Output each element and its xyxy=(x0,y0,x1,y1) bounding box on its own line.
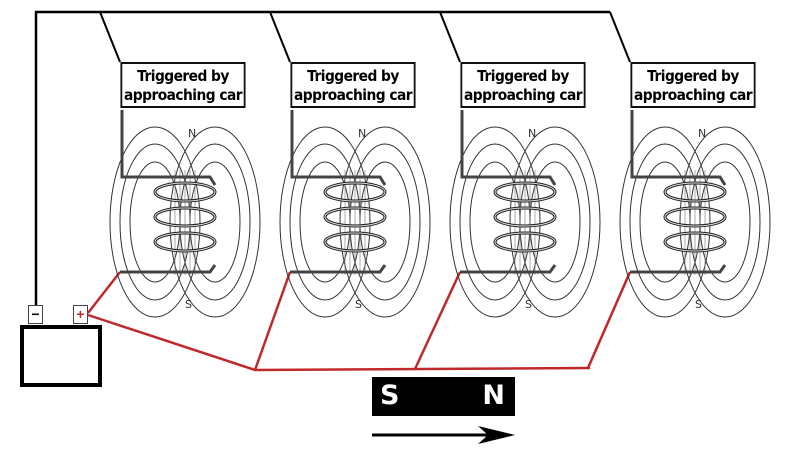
label-line-1: Triggered by xyxy=(137,67,229,85)
positive-sign: + xyxy=(76,306,85,322)
label-line-1: Triggered by xyxy=(477,67,569,85)
coil-loop-highlight xyxy=(324,232,386,252)
coil-top-lead xyxy=(290,110,387,186)
coil-north-label: N xyxy=(188,127,197,140)
coil-south-label: S xyxy=(185,298,192,311)
coil-south-label: S xyxy=(695,298,702,311)
negative-wire xyxy=(34,10,610,305)
field-line xyxy=(359,161,411,283)
coil-south-label: S xyxy=(525,298,532,311)
magnet-north-pole: N xyxy=(482,380,505,411)
field-line xyxy=(679,126,771,318)
battery xyxy=(20,325,102,387)
coil-loop-highlight xyxy=(154,232,216,252)
coil-top-lead xyxy=(120,110,217,186)
field-line xyxy=(189,161,241,283)
coil-loop-highlight xyxy=(664,207,726,227)
label-line-2: approaching car xyxy=(124,86,242,104)
coil-south-label: S xyxy=(355,298,362,311)
coil-bottom-lead xyxy=(460,264,557,274)
coil-north-label: N xyxy=(358,127,367,140)
coil-loop-highlight xyxy=(494,182,556,202)
coil-top-lead xyxy=(460,110,557,186)
label-line-2: approaching car xyxy=(634,86,752,104)
negative-branch xyxy=(609,11,631,63)
bar-magnet: S N xyxy=(372,377,515,416)
field-line xyxy=(449,126,541,318)
battery-positive-terminal: + xyxy=(73,305,88,324)
battery-negative-terminal: − xyxy=(28,305,43,324)
positive-branch xyxy=(253,271,292,371)
field-line xyxy=(279,126,371,318)
field-line xyxy=(169,126,261,318)
coil-top-lead xyxy=(630,110,727,186)
coil-bottom-lead xyxy=(630,264,727,274)
coil-bottom-lead xyxy=(290,264,387,274)
positive-wire xyxy=(87,313,591,372)
label-line-2: approaching car xyxy=(464,86,582,104)
coil-loop-highlight xyxy=(494,232,556,252)
coil-loop-highlight xyxy=(154,207,216,227)
coil-north-label: N xyxy=(528,127,537,140)
positive-branch xyxy=(87,271,121,314)
label-line-1: Triggered by xyxy=(647,67,739,85)
field-line xyxy=(619,126,711,318)
arrow-head xyxy=(478,426,515,444)
field-line xyxy=(109,126,201,318)
field-line xyxy=(129,161,181,283)
negative-sign: − xyxy=(31,306,40,322)
positive-branch xyxy=(413,271,462,370)
coil-loop-highlight xyxy=(324,207,386,227)
negative-branch xyxy=(439,11,461,63)
negative-branch xyxy=(99,11,121,63)
field-line xyxy=(339,126,431,318)
label-line-1: Triggered by xyxy=(307,67,399,85)
field-line xyxy=(699,161,751,283)
coil-loop-highlight xyxy=(154,182,216,202)
field-line xyxy=(639,161,691,283)
label-line-2: approaching car xyxy=(294,86,412,104)
coil-north-label: N xyxy=(698,127,707,140)
field-line xyxy=(509,126,601,318)
coil-loop-highlight xyxy=(664,232,726,252)
coil-bottom-lead xyxy=(120,264,217,274)
field-line xyxy=(529,161,581,283)
positive-branch xyxy=(586,271,632,369)
magnet-south-pole: S xyxy=(380,380,400,411)
coil-loop-highlight xyxy=(664,182,726,202)
coil-loop-highlight xyxy=(494,207,556,227)
negative-branch xyxy=(269,11,291,63)
field-line xyxy=(299,161,351,283)
field-line xyxy=(469,161,521,283)
coil-loop-highlight xyxy=(324,182,386,202)
